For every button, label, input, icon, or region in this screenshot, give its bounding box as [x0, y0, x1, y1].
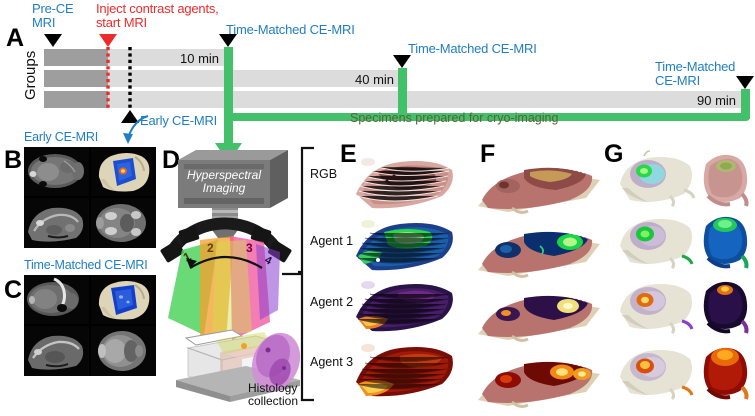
panel-f-volume-agent1: [478, 228, 600, 278]
histology-collection-line2: collection: [248, 394, 299, 408]
svg-text:3: 3: [246, 241, 253, 255]
time-matched-90-label: Time-Matched CE-MRI: [655, 60, 735, 88]
panel-b-title: Early CE-MRI: [24, 130, 98, 144]
panel-e-stack-agent1: [356, 220, 453, 271]
panel-f-letter: F: [480, 140, 496, 168]
panel-g-brain-rgb: [703, 154, 749, 207]
inject-contrast-label-line2: start MRI: [96, 15, 147, 30]
timepoint-10min: 10 min: [180, 51, 220, 66]
hsi-device-label-line2: Imaging: [202, 181, 246, 195]
panel-e: E RGB Agent 1 Agent 2 Agent 3: [310, 140, 460, 414]
panel-f-volume-agent3: [478, 358, 600, 408]
groups-axis-text: Groups: [22, 50, 39, 100]
svg-text:4: 4: [263, 254, 275, 268]
panel-c-letter: C: [4, 276, 23, 304]
bar-row1-post: [108, 49, 228, 66]
pre-ce-mri-marker-icon: [44, 34, 62, 47]
hsi-device-label-line1: Hyperspectral: [186, 168, 262, 182]
timepoint-40min: 40 min: [355, 72, 395, 87]
panel-a-letter: A: [6, 24, 25, 52]
inject-contrast-label-line1: Inject contrast agents,: [96, 1, 219, 16]
panel-d-diagram: 1 2 3 4: [160, 150, 301, 402]
time-matched-90-label-line1: Time-Matched: [655, 59, 736, 74]
green-arrow-shaft: [224, 113, 233, 149]
panel-e-row-label-agent3: Agent 3: [310, 355, 354, 369]
panel-d-letter: D: [162, 146, 181, 174]
panel-a: A Groups 10 min 40 min 90 min Specimens …: [0, 0, 755, 163]
cryo-imaging-text: Specimens prepared for cryo-imaging: [350, 111, 559, 125]
inject-contrast-label: Inject contrast agents, start MRI: [96, 2, 219, 30]
panel-g-head-agent2: [620, 284, 694, 335]
inject-dotted-line: [106, 47, 110, 110]
panel-c: Time-Matched CE-MRI C: [0, 258, 160, 388]
histology-collection-label: Histology collection: [248, 382, 298, 408]
panel-f-volume-agent2: [478, 292, 600, 342]
early-ce-mri-label: Early CE-MRI: [140, 113, 218, 128]
early-ce-mri-marker-icon: [121, 110, 139, 123]
inject-contrast-marker-icon: [99, 34, 117, 47]
panel-b-mri-coronal: [91, 198, 156, 248]
panel-b: Early CE-MRI B: [0, 115, 160, 255]
hsi-device-label: Hyperspectral Imaging: [180, 169, 268, 195]
panel-c-image-grid: [24, 275, 156, 376]
panel-g-letter: G: [604, 140, 624, 168]
panel-e-stack-rgb: [356, 158, 453, 209]
bar-row1-pre: [44, 49, 108, 66]
panel-e-stack-agent3: [356, 344, 453, 397]
green-path-bus: [224, 113, 750, 121]
panel-e-stack-agent2: [356, 281, 453, 332]
bar-row3-post: [108, 91, 745, 108]
green-path-90min: [741, 89, 750, 119]
early-dotted-line: [128, 47, 132, 110]
pre-ce-mri-label-line1: Pre-CE: [32, 1, 74, 16]
bar-row2-post: [108, 70, 402, 87]
time-matched-10-marker-icon: [219, 34, 237, 47]
panel-g-head-agent1: [620, 219, 694, 270]
panel-b-mri-sagittal: [24, 198, 89, 248]
green-path-40min: [398, 68, 407, 119]
panel-g-head-rgb: [620, 150, 696, 208]
histology-collection-line1: Histology: [248, 381, 298, 395]
panel-c-mri-sagittal: [24, 326, 89, 376]
panel-f: F: [460, 140, 610, 414]
panel-c-3d-render: [91, 275, 156, 324]
panel-e-row-label-rgb: RGB: [310, 167, 338, 181]
panel-g-brain-agent2: [703, 281, 749, 334]
time-matched-90-label-line2: CE-MRI: [655, 73, 701, 88]
panel-e-row-label-agent1: Agent 1: [310, 234, 354, 248]
panel-b-3d-render: [91, 147, 156, 196]
panel-b-image-grid: [24, 147, 156, 248]
time-matched-90-marker-icon: [736, 76, 754, 89]
panel-d-to-e-bracket: [282, 146, 314, 402]
panel-g: G: [602, 140, 755, 414]
time-matched-10-label: Time-Matched CE-MRI: [226, 22, 355, 37]
panel-g-brain-agent3: [703, 347, 749, 400]
time-matched-40-label: Time-Matched CE-MRI: [408, 41, 537, 56]
timepoint-90min: 90 min: [697, 93, 737, 108]
panel-f-volume-rgb: [478, 164, 600, 214]
panel-b-mri-axial: [24, 147, 89, 196]
svg-text:2: 2: [207, 241, 214, 255]
time-matched-40-marker-icon: [393, 55, 411, 68]
panel-b-callout-arrow-icon: [123, 115, 149, 144]
green-path-10min: [224, 47, 233, 119]
panel-e-row-label-agent2: Agent 2: [310, 295, 354, 309]
bar-row3-pre: [44, 91, 108, 108]
panel-e-letter: E: [340, 140, 357, 168]
panel-d: D 1 2 3 4: [160, 140, 310, 414]
panel-b-letter: B: [4, 146, 23, 174]
pre-ce-mri-label-line2: MRI: [32, 15, 56, 30]
bar-row2-pre: [44, 70, 108, 87]
panel-g-brain-agent1: [703, 216, 749, 269]
panel-c-mri-axial: [24, 275, 89, 324]
panel-c-title: Time-Matched CE-MRI: [24, 258, 148, 272]
panel-c-mri-coronal: [91, 326, 156, 376]
panel-g-head-agent3: [620, 350, 694, 401]
pre-ce-mri-label: Pre-CE MRI: [32, 1, 74, 30]
